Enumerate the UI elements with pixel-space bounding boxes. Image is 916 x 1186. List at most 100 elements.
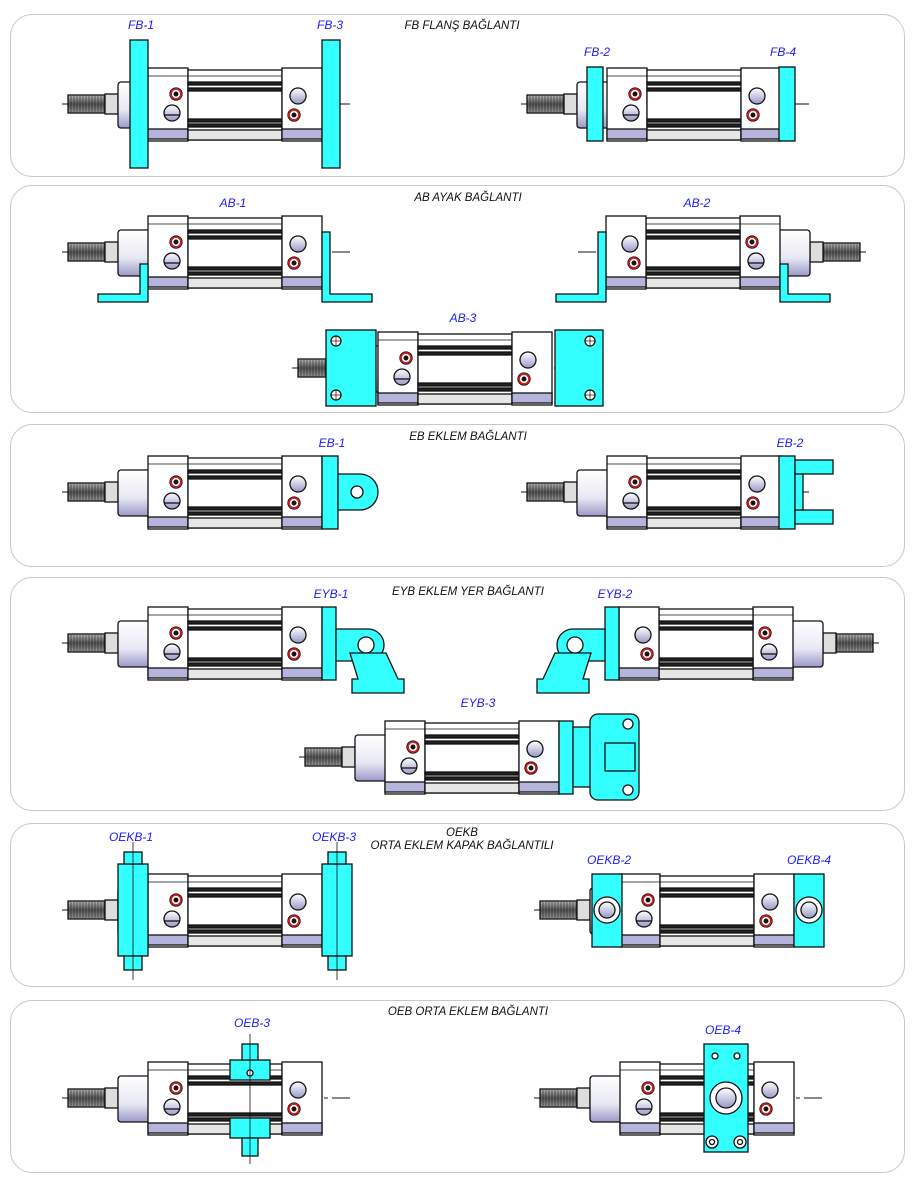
port-red <box>170 476 182 488</box>
barrel-groove <box>645 266 741 271</box>
trunnion-pin <box>715 1087 737 1109</box>
bolt-hole <box>622 784 634 796</box>
label-oeb-4: OEB-4 <box>704 1023 742 1037</box>
barrel-groove <box>646 123 742 128</box>
port-red <box>400 352 412 364</box>
rod-thread <box>539 1088 578 1108</box>
port-red <box>746 236 758 248</box>
port-red <box>747 497 759 509</box>
flange-fb-1 <box>129 39 149 169</box>
port-center <box>173 630 179 636</box>
barrel-bottom <box>645 277 741 289</box>
label-ab-3: AB-3 <box>449 311 477 325</box>
rod-thread <box>67 633 106 653</box>
barrel-groove <box>417 382 513 387</box>
barrel-groove <box>187 506 283 511</box>
rear-cap-base <box>281 128 323 140</box>
barrel-groove <box>424 734 520 739</box>
adjust-screw-front <box>622 492 640 510</box>
barrel-bottom <box>646 129 742 141</box>
adjust-screw-front <box>163 910 181 928</box>
port-center <box>173 897 179 903</box>
barrel-bottom <box>658 668 754 680</box>
label-eyb-1: EYB-1 <box>313 587 349 601</box>
rear-cap-base <box>281 667 323 679</box>
rear-cap-base <box>618 667 660 679</box>
port-center <box>644 651 650 657</box>
port-center <box>291 1106 297 1112</box>
fork-upper <box>794 459 834 475</box>
rod-thread <box>67 482 106 502</box>
barrel-bottom <box>187 668 283 680</box>
barrel-groove <box>187 81 283 86</box>
flange-fb-3 <box>321 39 341 169</box>
section-subtitle-oekb: ORTA EKLEM KAPAK BAĞLANTILI <box>370 840 554 852</box>
barrel-groove <box>187 235 283 240</box>
front-cap-base <box>377 392 419 404</box>
rear-cap-base <box>753 1122 795 1134</box>
adjust-screw-rear <box>519 351 537 369</box>
adjust-screw-rear <box>748 87 766 105</box>
port-center <box>173 479 179 485</box>
rear-plate-ab-3 <box>554 329 604 407</box>
barrel-groove <box>187 887 283 892</box>
clevis-plate <box>321 455 339 530</box>
rod-nut <box>563 93 578 115</box>
label-fb-1: FB-1 <box>127 18 155 32</box>
port-center <box>173 91 179 97</box>
adjust-screw-front <box>622 104 640 122</box>
front-cap-base <box>619 934 661 946</box>
barrel-bottom <box>187 277 283 289</box>
trunnion-pin <box>598 901 616 919</box>
barrel-groove <box>646 511 742 516</box>
barrel-groove <box>187 929 283 934</box>
barrel-groove <box>658 662 754 667</box>
rod-thread <box>67 1088 106 1108</box>
rear-cap-base <box>740 516 782 528</box>
port-red <box>288 1103 300 1115</box>
bolt-hole <box>733 1052 741 1060</box>
port-center <box>645 897 651 903</box>
rear-cap-base <box>281 1122 323 1134</box>
barrel-groove <box>659 924 755 929</box>
front-bushing <box>589 1075 623 1123</box>
barrel-groove <box>187 469 283 474</box>
rear-cap-base <box>753 934 795 946</box>
barrel-bottom <box>659 935 755 947</box>
barrel-groove <box>424 771 520 776</box>
label-eb-2: EB-2 <box>776 436 804 450</box>
fork-base <box>794 473 804 511</box>
port-center <box>291 651 297 657</box>
adjust-screw-rear <box>748 475 766 493</box>
barrel-groove <box>646 81 742 86</box>
front-cap-base <box>619 1122 661 1134</box>
barrel-groove <box>187 266 283 271</box>
barrel-groove <box>424 776 520 781</box>
barrel-groove <box>187 475 283 480</box>
port-center <box>645 1085 651 1091</box>
rod-nut <box>563 481 578 503</box>
barrel-groove <box>659 893 755 898</box>
front-bushing <box>790 620 824 668</box>
rear-cap-base <box>511 392 553 404</box>
barrel-groove <box>658 626 754 631</box>
port-center <box>632 91 638 97</box>
cylinder-fb-1 <box>62 39 353 169</box>
port-center <box>750 500 756 506</box>
label-eb-1: EB-1 <box>318 436 346 450</box>
barrel-bottom <box>187 517 283 529</box>
label-oekb-3: OEKB-3 <box>311 830 357 844</box>
flange-fb-4 <box>778 66 796 142</box>
rear-cap-base <box>281 934 323 946</box>
port-red <box>629 88 641 100</box>
port-center <box>631 260 637 266</box>
barrel-groove <box>187 1112 283 1117</box>
rear-cap-base <box>281 516 323 528</box>
port-red <box>170 88 182 100</box>
barrel-groove <box>187 924 283 929</box>
barrel-groove <box>187 271 283 276</box>
front-cap-base <box>384 781 426 793</box>
port-red <box>288 109 300 121</box>
rod-thread <box>539 900 578 920</box>
